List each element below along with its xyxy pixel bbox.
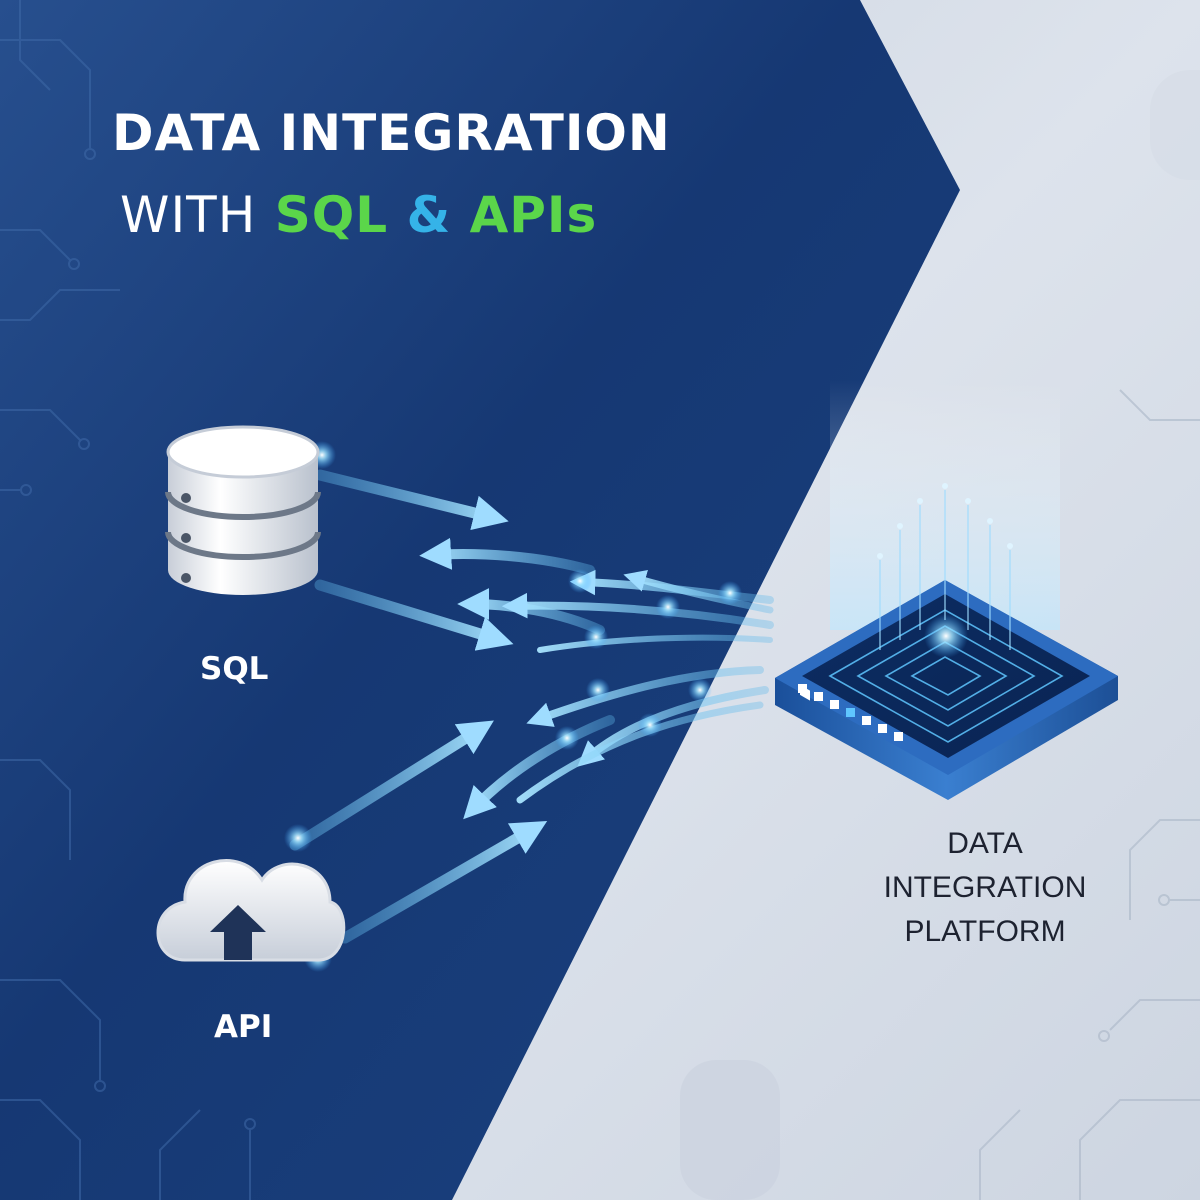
title-line-1: DATA INTEGRATION bbox=[112, 104, 671, 162]
title-ampersand: & bbox=[406, 186, 452, 244]
sql-label: SQL bbox=[200, 651, 269, 687]
title-with: WITH bbox=[120, 186, 257, 244]
circuit-traces bbox=[0, 0, 256, 1200]
status-lights bbox=[798, 684, 903, 741]
chip-platform-icon bbox=[775, 380, 1118, 800]
platform-label: DATA INTEGRATION PLATFORM bbox=[820, 822, 1150, 954]
platform-label-line: DATA bbox=[947, 827, 1023, 860]
database-icon bbox=[165, 425, 321, 595]
platform-label-line: PLATFORM bbox=[904, 915, 1066, 948]
title-sql: SQL bbox=[274, 186, 389, 244]
title-line-2: WITH SQL & APIs bbox=[120, 186, 597, 244]
cloud-upload-icon bbox=[156, 859, 346, 962]
title-apis: APIs bbox=[469, 186, 598, 244]
platform-label-line: INTEGRATION bbox=[883, 871, 1087, 904]
data-flow-streams bbox=[289, 469, 774, 944]
api-label: API bbox=[214, 1009, 273, 1045]
